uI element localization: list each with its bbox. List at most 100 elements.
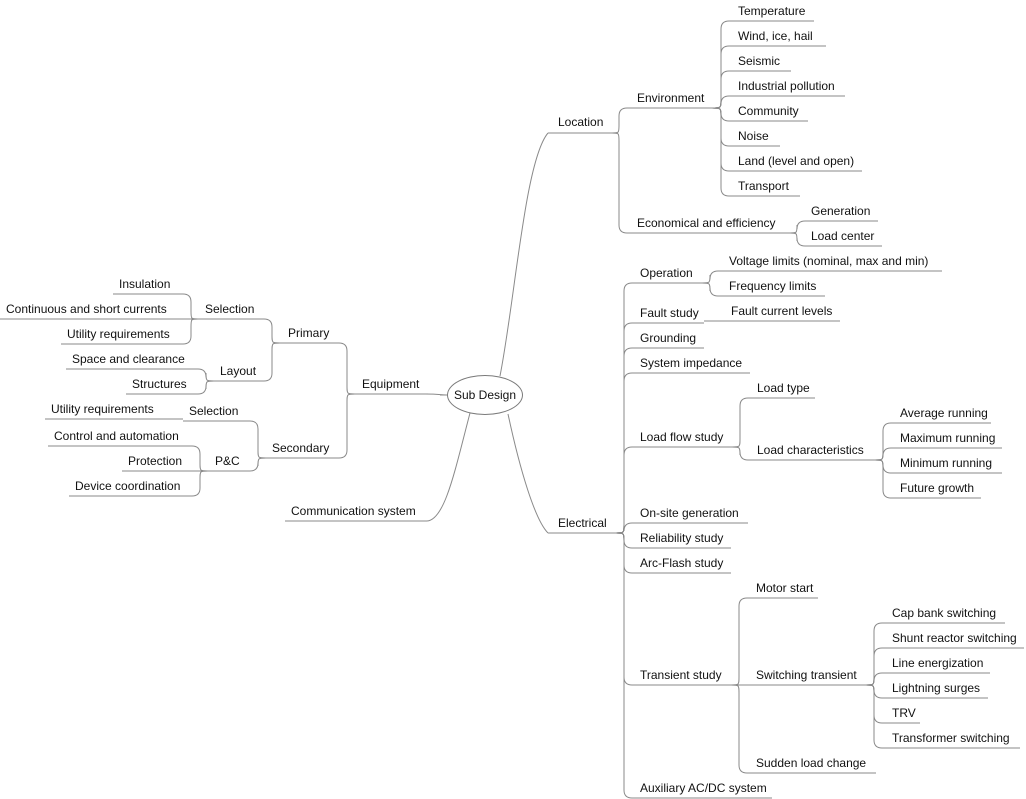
node-maximum-running[interactable]: Maximum running [900, 431, 996, 445]
connector [874, 422, 893, 461]
connector [789, 232, 806, 247]
node-average-running[interactable]: Average running [900, 406, 988, 420]
connector [426, 412, 471, 522]
connector [865, 672, 885, 686]
node-onsite-generation[interactable]: On-site generation [640, 506, 739, 520]
node-utility-requirements-primary[interactable]: Utility requirements [67, 327, 170, 341]
node-primary[interactable]: Primary [288, 326, 330, 340]
connector [181, 318, 199, 345]
node-load-characteristics[interactable]: Load characteristics [757, 443, 864, 457]
connector [262, 318, 281, 344]
node-line-energization[interactable]: Line energization [892, 656, 984, 670]
node-load-type[interactable]: Load type [757, 381, 810, 395]
connector [711, 107, 732, 122]
node-noise[interactable]: Noise [738, 129, 769, 143]
node-structures[interactable]: Structures [132, 377, 187, 391]
connector [865, 647, 885, 686]
node-reliability-study[interactable]: Reliability study [640, 531, 724, 545]
node-transient-study[interactable]: Transient study [640, 668, 722, 682]
node-sudden-load-change[interactable]: Sudden load change [756, 756, 867, 770]
connector [731, 446, 750, 461]
node-continuous-short-currents[interactable]: Continuous and short currents [6, 302, 167, 316]
node-system-impedance[interactable]: System impedance [640, 356, 743, 370]
node-insulation[interactable]: Insulation [119, 277, 171, 291]
node-transformer-switching[interactable]: Transformer switching [892, 731, 1010, 745]
connector [499, 132, 549, 377]
node-minimum-running[interactable]: Minimum running [900, 456, 993, 470]
node-land[interactable]: Land (level and open) [738, 154, 855, 168]
node-control-automation[interactable]: Control and automation [54, 429, 179, 443]
node-transport[interactable]: Transport [738, 179, 789, 193]
connector [615, 446, 633, 534]
node-wind-ice-hail[interactable]: Wind, ice, hail [738, 29, 813, 43]
node-industrial-pollution[interactable]: Industrial pollution [738, 79, 835, 93]
node-utility-requirements-secondary[interactable]: Utility requirements [51, 402, 154, 416]
node-device-coordination[interactable]: Device coordination [75, 479, 181, 493]
node-load-flow-study[interactable]: Load flow study [640, 430, 724, 444]
connector [611, 107, 630, 134]
node-equipment[interactable]: Equipment [362, 377, 420, 391]
connector [336, 393, 356, 459]
node-trv[interactable]: TRV [892, 706, 916, 720]
node-economical[interactable]: Economical and efficiency [637, 216, 776, 230]
connector [711, 107, 732, 147]
node-arc-flash-study[interactable]: Arc-Flash study [640, 556, 724, 570]
connector [248, 457, 267, 472]
node-shunt-reactor-switching[interactable]: Shunt reactor switching [892, 631, 1017, 645]
node-temperature[interactable]: Temperature [738, 4, 806, 18]
root-node[interactable]: Sub Design [447, 375, 523, 415]
node-generation[interactable]: Generation [811, 204, 871, 218]
node-switching-transient[interactable]: Switching transient [756, 668, 857, 682]
connector [248, 420, 267, 459]
node-motor-start[interactable]: Motor start [756, 581, 814, 595]
node-auxiliary-ac-dc[interactable]: Auxiliary AC/DC system [640, 781, 767, 795]
connector [874, 459, 893, 474]
connector [190, 470, 209, 497]
connector [731, 397, 750, 448]
connector [701, 270, 722, 284]
connector [711, 20, 732, 109]
node-lightning-surges[interactable]: Lightning surges [892, 681, 981, 695]
node-future-growth[interactable]: Future growth [900, 481, 975, 495]
node-secondary-selection[interactable]: Selection [189, 404, 239, 418]
node-electrical[interactable]: Electrical [558, 516, 607, 530]
node-location[interactable]: Location [558, 115, 604, 129]
connector [196, 380, 215, 395]
connector [615, 532, 633, 799]
connector [865, 684, 885, 699]
node-communication-system[interactable]: Communication system [291, 504, 416, 518]
connector [262, 342, 281, 382]
node-operation[interactable]: Operation [640, 266, 693, 280]
node-fault-current-levels[interactable]: Fault current levels [731, 304, 833, 318]
connector [196, 368, 215, 382]
connector [874, 447, 893, 461]
connector [730, 684, 749, 774]
node-layout[interactable]: Layout [220, 364, 257, 378]
connector [336, 342, 356, 395]
node-cap-bank-switching[interactable]: Cap bank switching [892, 606, 997, 620]
node-protection[interactable]: Protection [128, 454, 183, 468]
connector [865, 684, 885, 749]
node-community[interactable]: Community [738, 104, 799, 118]
node-fault-study[interactable]: Fault study [640, 306, 699, 320]
connector [615, 522, 633, 534]
connector [711, 95, 732, 109]
node-environment[interactable]: Environment [637, 91, 705, 105]
connector [789, 220, 806, 234]
connector [701, 282, 722, 297]
node-voltage-limits[interactable]: Voltage limits (nominal, max and min) [729, 254, 929, 268]
connector [190, 445, 209, 472]
node-frequency-limits[interactable]: Frequency limits [729, 279, 817, 293]
connector [711, 107, 732, 197]
connector [507, 413, 549, 534]
node-seismic[interactable]: Seismic [738, 54, 781, 68]
node-space-clearance[interactable]: Space and clearance [72, 352, 185, 366]
node-secondary[interactable]: Secondary [272, 441, 330, 455]
node-pc[interactable]: P&C [215, 454, 240, 468]
node-load-center[interactable]: Load center [811, 229, 875, 243]
node-primary-selection[interactable]: Selection [205, 302, 255, 316]
node-grounding[interactable]: Grounding [640, 331, 697, 345]
connector [874, 459, 893, 499]
